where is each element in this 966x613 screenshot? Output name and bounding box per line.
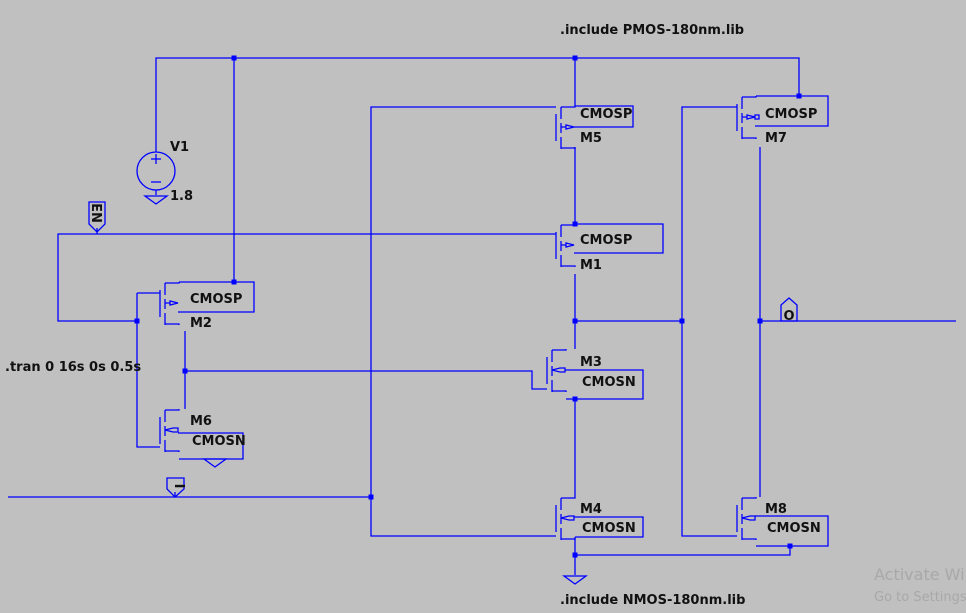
transistor-name: M7 [765, 131, 787, 146]
nmos-icon [159, 409, 244, 460]
transistor-model: CMOSN [582, 375, 636, 390]
junction [572, 552, 578, 558]
voltage-source-v1[interactable]: V1 1.8 [136, 140, 193, 205]
activate-windows-watermark: Activate Windows [874, 565, 966, 584]
transistor-name: M8 [765, 502, 787, 517]
junction [679, 318, 685, 324]
en-label: EN [88, 203, 103, 223]
junction [231, 55, 237, 61]
net-flag-icon [166, 477, 185, 498]
v1-name: V1 [170, 140, 189, 155]
junction [757, 318, 763, 324]
transistor-model: CMOSN [192, 434, 246, 449]
nmos-icon [555, 497, 644, 540]
transistor-model: CMOSP [190, 292, 242, 307]
transistor-name: M1 [580, 258, 602, 273]
input-label: I [171, 484, 186, 489]
net-label-input[interactable]: I [166, 477, 186, 498]
net-label-en[interactable]: EN [88, 201, 106, 233]
junction [182, 368, 188, 374]
v1-value: 1.8 [170, 189, 193, 204]
vdd-rail[interactable] [155, 57, 800, 152]
transistor-model: CMOSP [580, 233, 632, 248]
net-label-output[interactable]: O [780, 297, 798, 324]
transistor-model: CMOSN [582, 521, 636, 536]
transistor-m2[interactable]: CMOSP M2 [159, 281, 255, 331]
transistor-m1[interactable]: CMOSP M1 [555, 223, 664, 273]
pmos-icon [555, 105, 634, 149]
activate-windows-subtext: Go to Settings to activate Windows. [874, 590, 966, 605]
wire-m2-m6-gate[interactable] [136, 293, 160, 448]
junction [368, 494, 374, 500]
transistor-m7[interactable]: CMOSP M7 [736, 95, 829, 146]
transistor-name: M4 [580, 502, 602, 517]
nmos-include-directive[interactable]: .include NMOS-180nm.lib [560, 593, 745, 608]
pmos-icon [159, 281, 255, 325]
transistor-m5[interactable]: CMOSP M5 [555, 105, 634, 149]
ground-icon [562, 575, 588, 585]
transistor-m4[interactable]: CMOSN M4 [555, 497, 644, 540]
transistor-model: CMOSN [767, 521, 821, 536]
wire-gnd-m8[interactable] [575, 546, 791, 556]
wire-mid-gates[interactable] [681, 106, 737, 537]
pmos-icon [736, 95, 829, 139]
transistor-name: M6 [190, 414, 212, 429]
ground-icon [202, 458, 228, 468]
pmos-icon [555, 223, 664, 267]
net-flag-icon [88, 201, 106, 233]
net-flag-icon [780, 297, 798, 322]
transistor-name: M2 [190, 316, 212, 331]
junction [572, 318, 578, 324]
junction [134, 318, 140, 324]
transistor-m6[interactable]: CMOSN M6 [159, 409, 246, 460]
nmos-icon [736, 497, 829, 547]
wires [8, 57, 956, 575]
wire-input-gates[interactable] [370, 106, 556, 537]
en-net[interactable] [57, 233, 556, 322]
ground-icon [143, 195, 169, 205]
pmos-include-directive[interactable]: .include PMOS-180nm.lib [560, 23, 744, 38]
wire-enb-to-m3[interactable] [185, 370, 547, 390]
output-label: O [783, 309, 794, 324]
transistor-name: M3 [580, 355, 602, 370]
transistor-m3[interactable]: CMOSN M3 [546, 349, 644, 400]
nmos-icon [546, 349, 644, 400]
transistor-m8[interactable]: CMOSN M8 [736, 497, 829, 547]
junction [572, 55, 578, 61]
voltage-source-icon [136, 151, 176, 191]
tran-directive[interactable]: .tran 0 16s 0s 0.5s [5, 360, 141, 375]
transistor-model: CMOSP [580, 107, 632, 122]
transistor-model: CMOSP [765, 107, 817, 122]
transistor-name: M5 [580, 131, 602, 146]
